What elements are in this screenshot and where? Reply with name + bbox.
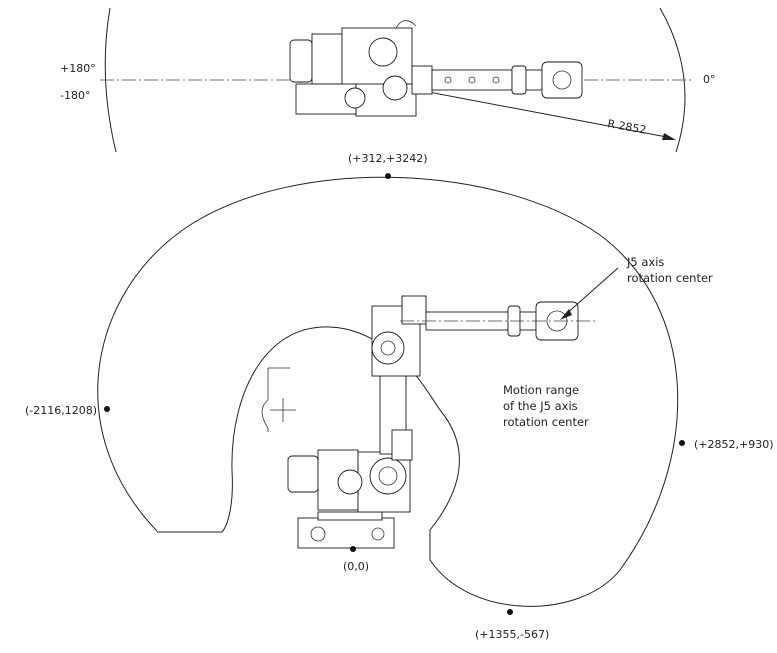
radius-arrow-head [662,133,676,140]
point-top [385,173,391,179]
j5-label-line2: rotation center [627,271,713,285]
angle-zero-label: 0° [703,73,716,86]
j5-callout-line [564,267,619,316]
label-left: (-2116,1208) [25,404,97,417]
point-left [104,406,110,412]
point-right [679,440,685,446]
label-top: (+312,+3242) [348,152,428,165]
top-view-left-arc [104,7,117,153]
angle-neg-label: -180° [60,89,90,102]
top-view: +180° -180° 0° R 2852 [60,7,716,153]
range-label-line2: of the J5 axis [503,399,578,413]
range-label-line3: rotation center [503,415,589,429]
point-origin [350,546,356,552]
j5-callout-head [560,309,572,320]
robot-top-view [289,20,583,117]
top-view-right-arc [659,7,686,153]
point-bottom [507,609,513,615]
j5-label-line1: J5 axis [626,255,664,269]
label-bottom: (+1355,-567) [475,628,549,641]
angle-pos-label: +180° [60,62,96,75]
side-view: (+312,+3242) (-2116,1208) (+2852,+930) (… [25,152,774,641]
inner-bracket [261,367,290,432]
motion-envelope-outer [97,176,679,607]
label-origin: (0,0) [343,560,369,573]
range-label-line1: Motion range [503,383,579,397]
label-right: (+2852,+930) [694,438,774,451]
radius-label: R 2852 [606,117,647,137]
